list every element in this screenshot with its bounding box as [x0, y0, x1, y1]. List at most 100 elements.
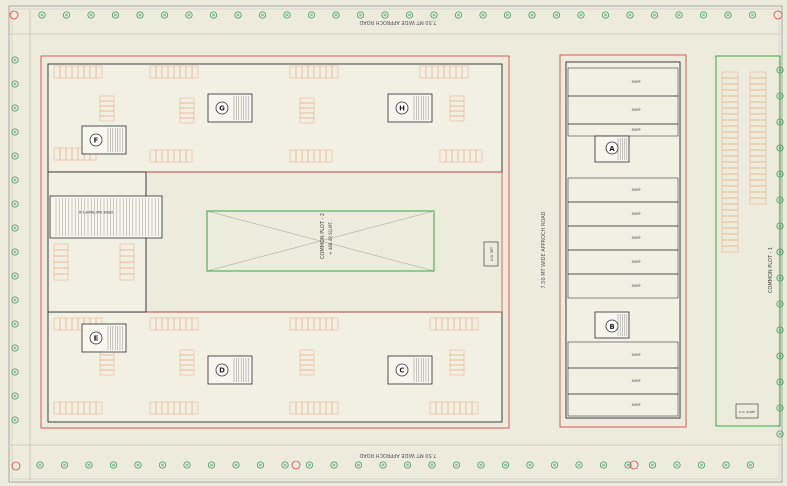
tree-icon-core: [702, 13, 705, 17]
tree-icon-canopy: [332, 11, 340, 19]
tree-icon-canopy: [158, 461, 167, 469]
tree-icon: [85, 461, 93, 469]
tree-icon-canopy: [650, 11, 659, 19]
tree-icon-canopy: [354, 461, 363, 469]
core-outline: [387, 93, 433, 123]
tree-icon-core: [553, 463, 556, 467]
parking-stall: [471, 401, 479, 415]
tree-icon-canopy: [11, 176, 19, 184]
tree-column-left: [11, 56, 19, 424]
shop-label: SHOP: [632, 188, 641, 192]
core-tower-c: C: [387, 355, 433, 385]
tree-icon: [477, 461, 485, 469]
tower-label: E: [94, 335, 99, 343]
shop-label: SHOP: [632, 236, 641, 240]
tree-icon: [111, 11, 120, 19]
tree-icon: [185, 11, 193, 19]
tree-icon-core: [13, 418, 17, 422]
core-outline: [207, 355, 253, 385]
tree-icon-canopy: [207, 461, 216, 469]
parking-stall: [471, 317, 479, 331]
corner-marker-bottom-mid: [291, 460, 301, 470]
tree-icon: [11, 392, 19, 400]
parking-stall: [331, 65, 339, 79]
tree-icon: [305, 461, 314, 469]
parking-stalls-left: [53, 243, 135, 281]
tree-icon: [134, 461, 142, 469]
tree-icon-core: [13, 82, 17, 86]
tree-icon-canopy: [185, 11, 193, 19]
tree-icon-core: [677, 13, 681, 17]
tree-icon-canopy: [452, 461, 461, 469]
parking-stall: [449, 115, 465, 122]
tower-label: D: [219, 367, 225, 375]
tree-icon-canopy: [575, 461, 583, 469]
tree-icon: [183, 461, 191, 469]
shop-label: SHOP: [632, 284, 641, 288]
tree-icon: [307, 11, 316, 19]
shop-label: SHOP: [632, 108, 641, 112]
tree-icon-core: [675, 463, 679, 467]
common-plot-2-area: + 488.49 SQ.MT.: [328, 221, 333, 255]
tree-icon-canopy: [87, 11, 95, 19]
tower-label: C: [399, 367, 404, 375]
parking-stall: [325, 149, 333, 163]
parking-stall: [331, 317, 339, 331]
tree-icon-canopy: [11, 200, 19, 208]
tree-icon: [207, 461, 216, 469]
tree-icon-core: [357, 463, 360, 467]
tree-icon-canopy: [160, 11, 169, 19]
road-label-bottom: 7.50 MT WIDE APPROCH ROAD: [359, 452, 436, 458]
tree-icon-canopy: [136, 11, 144, 19]
tree-icon: [626, 11, 634, 19]
tree-icon-canopy: [577, 11, 585, 19]
common-plot-2: [206, 210, 435, 272]
common-plot-1-block: COMMON PLOT - 1 U.G. SUMP: [715, 55, 781, 427]
tree-icon: [526, 461, 534, 469]
ramp-label: DRIVE WAY RAMP 1:8: [79, 210, 113, 214]
core-tower-f: F: [81, 125, 127, 155]
tree-icon: [11, 80, 19, 88]
ug-sump-label: U.G. SUMP: [739, 410, 755, 414]
tree-icon-canopy: [183, 461, 191, 469]
tree-icon-canopy: [11, 368, 19, 376]
tree-icon-canopy: [258, 11, 267, 19]
tree-icon-canopy: [11, 224, 19, 232]
tree-icon-core: [359, 13, 362, 17]
tree-icon-canopy: [648, 461, 657, 469]
tower-marker: [215, 363, 229, 377]
tree-icon-core: [408, 13, 411, 17]
tree-icon-canopy: [403, 461, 412, 469]
tree-icon-canopy: [501, 461, 510, 469]
tree-icon-canopy: [283, 11, 291, 19]
parking-stall: [95, 65, 103, 79]
tree-icon-canopy: [11, 80, 19, 88]
tree-icon-core: [383, 13, 387, 17]
tree-icon-canopy: [624, 461, 632, 469]
parking-stall: [461, 65, 469, 79]
tree-icon-core: [138, 13, 142, 17]
tower-marker: [395, 363, 409, 377]
tree-icon-canopy: [405, 11, 414, 19]
core-tower-h: H: [387, 93, 433, 123]
tree-icon: [332, 11, 340, 19]
tree-icon-core: [40, 13, 44, 17]
tree-icon-core: [185, 463, 189, 467]
tree-icon: [599, 461, 608, 469]
tree-icon-core: [653, 13, 656, 17]
tree-icon: [11, 320, 19, 328]
tree-icon-core: [602, 463, 605, 467]
parking-stall: [331, 401, 339, 415]
parking-stall: [185, 149, 193, 163]
tree-icon-core: [13, 226, 17, 230]
tree-icon-core: [65, 13, 68, 17]
tree-icon: [109, 461, 118, 469]
tree-icon-canopy: [11, 104, 19, 112]
shop-unit: [567, 393, 679, 417]
tree-icon-core: [504, 463, 507, 467]
tree-icon-core: [89, 13, 93, 17]
tree-icon: [11, 296, 19, 304]
parking-stall: [191, 65, 199, 79]
tree-icon: [722, 461, 730, 469]
